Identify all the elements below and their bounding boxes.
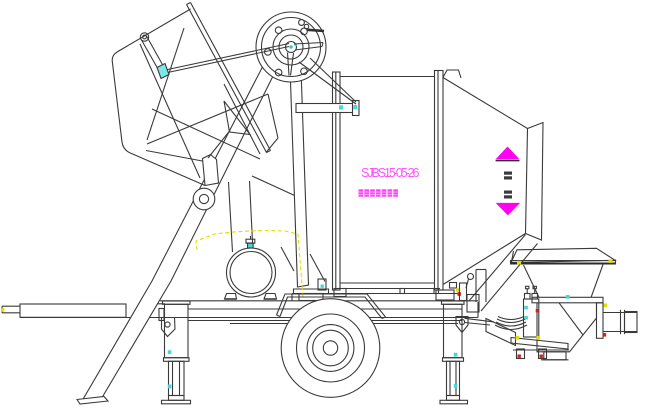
svg-text:SJBS15-05-26: SJBS15-05-26 bbox=[361, 166, 420, 180]
